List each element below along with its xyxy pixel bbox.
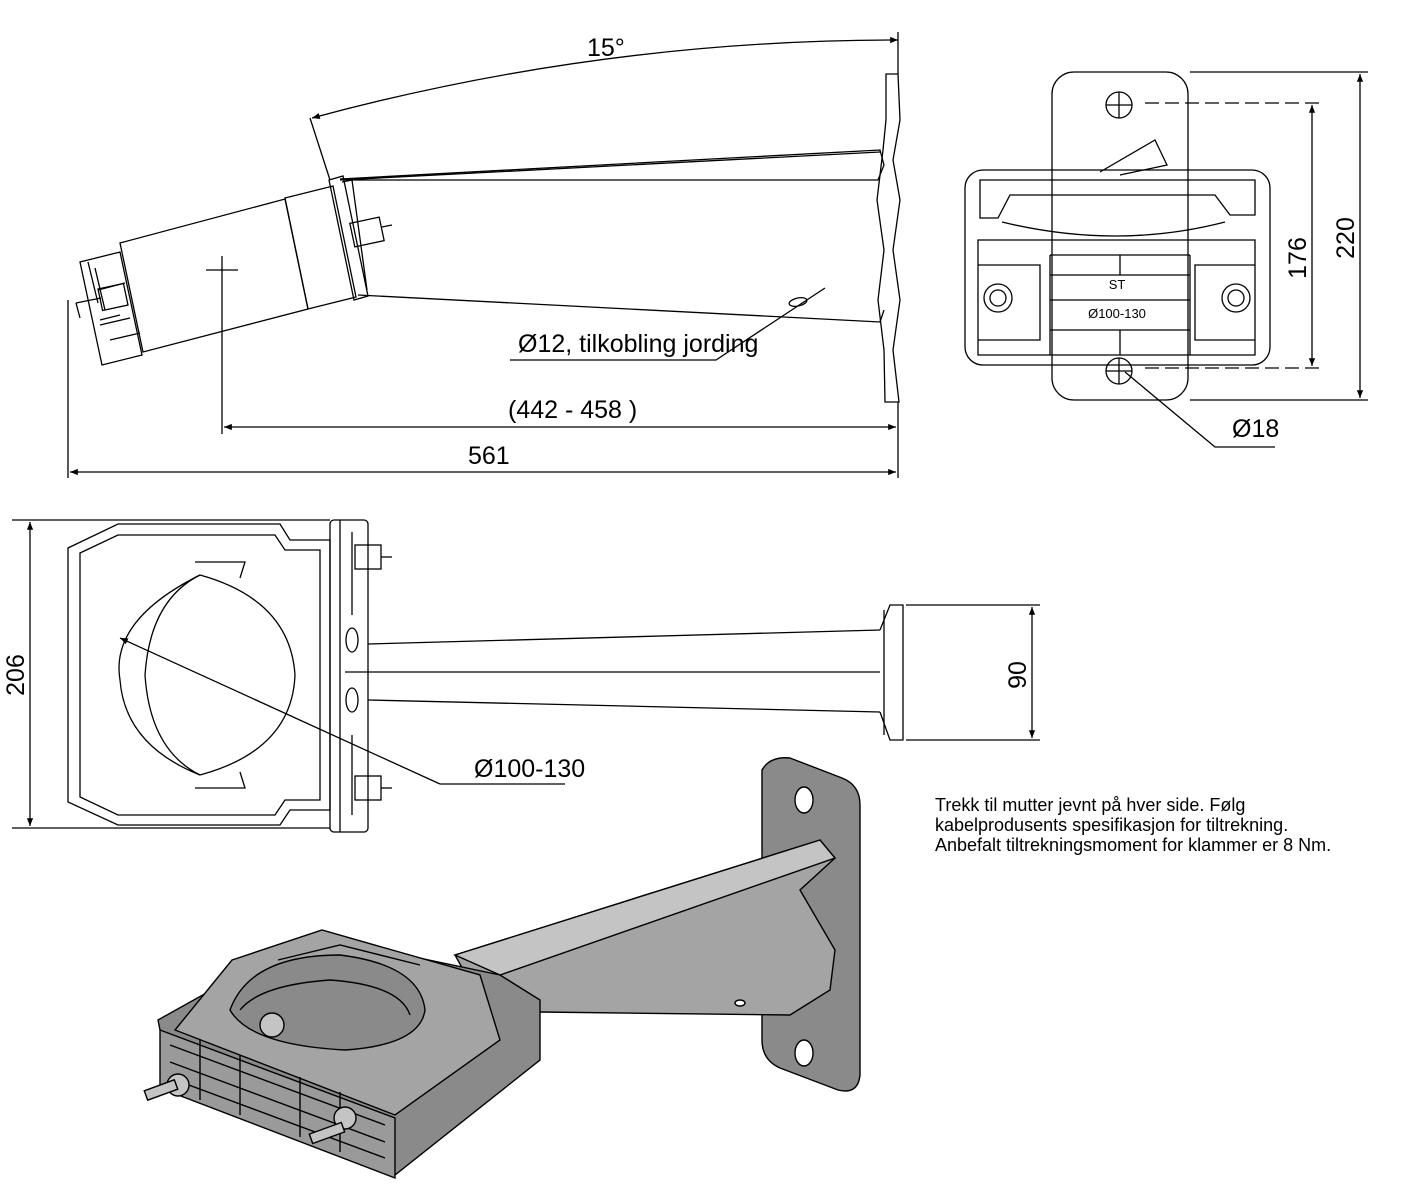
note-line-1: Trekk til mutter jevnt på hver side. Føl… [935, 795, 1246, 815]
arm-width-label: 90 [1004, 661, 1032, 689]
top-view [12, 519, 1040, 833]
side-view [67, 32, 901, 478]
ground-hole-label: Ø12, tilkobling jording [518, 330, 758, 358]
note-line-2: kabelprodusents spesifikasjon for tiltre… [935, 815, 1289, 835]
height-220-label: 220 [1332, 217, 1360, 259]
hole-diameter-label: Ø18 [1232, 415, 1279, 443]
angle-label: 15° [587, 34, 625, 62]
pipe-range-label: Ø100-130 [474, 755, 585, 783]
end-view [964, 71, 1368, 448]
installation-note: Trekk til mutter jevnt på hver side. Føl… [935, 795, 1395, 855]
clamp-marking-range: Ø100-130 [1088, 306, 1146, 321]
clamp-marking-st: ST [1109, 277, 1126, 292]
height-176-label: 176 [1284, 237, 1312, 279]
note-line-3: Anbefalt tiltrekningsmoment for klammer … [935, 835, 1332, 855]
overall-length-label: 561 [468, 442, 510, 470]
isometric-view [143, 757, 861, 1180]
range-label: (442 - 458 ) [508, 396, 637, 424]
plate-height-label: 206 [2, 654, 30, 696]
